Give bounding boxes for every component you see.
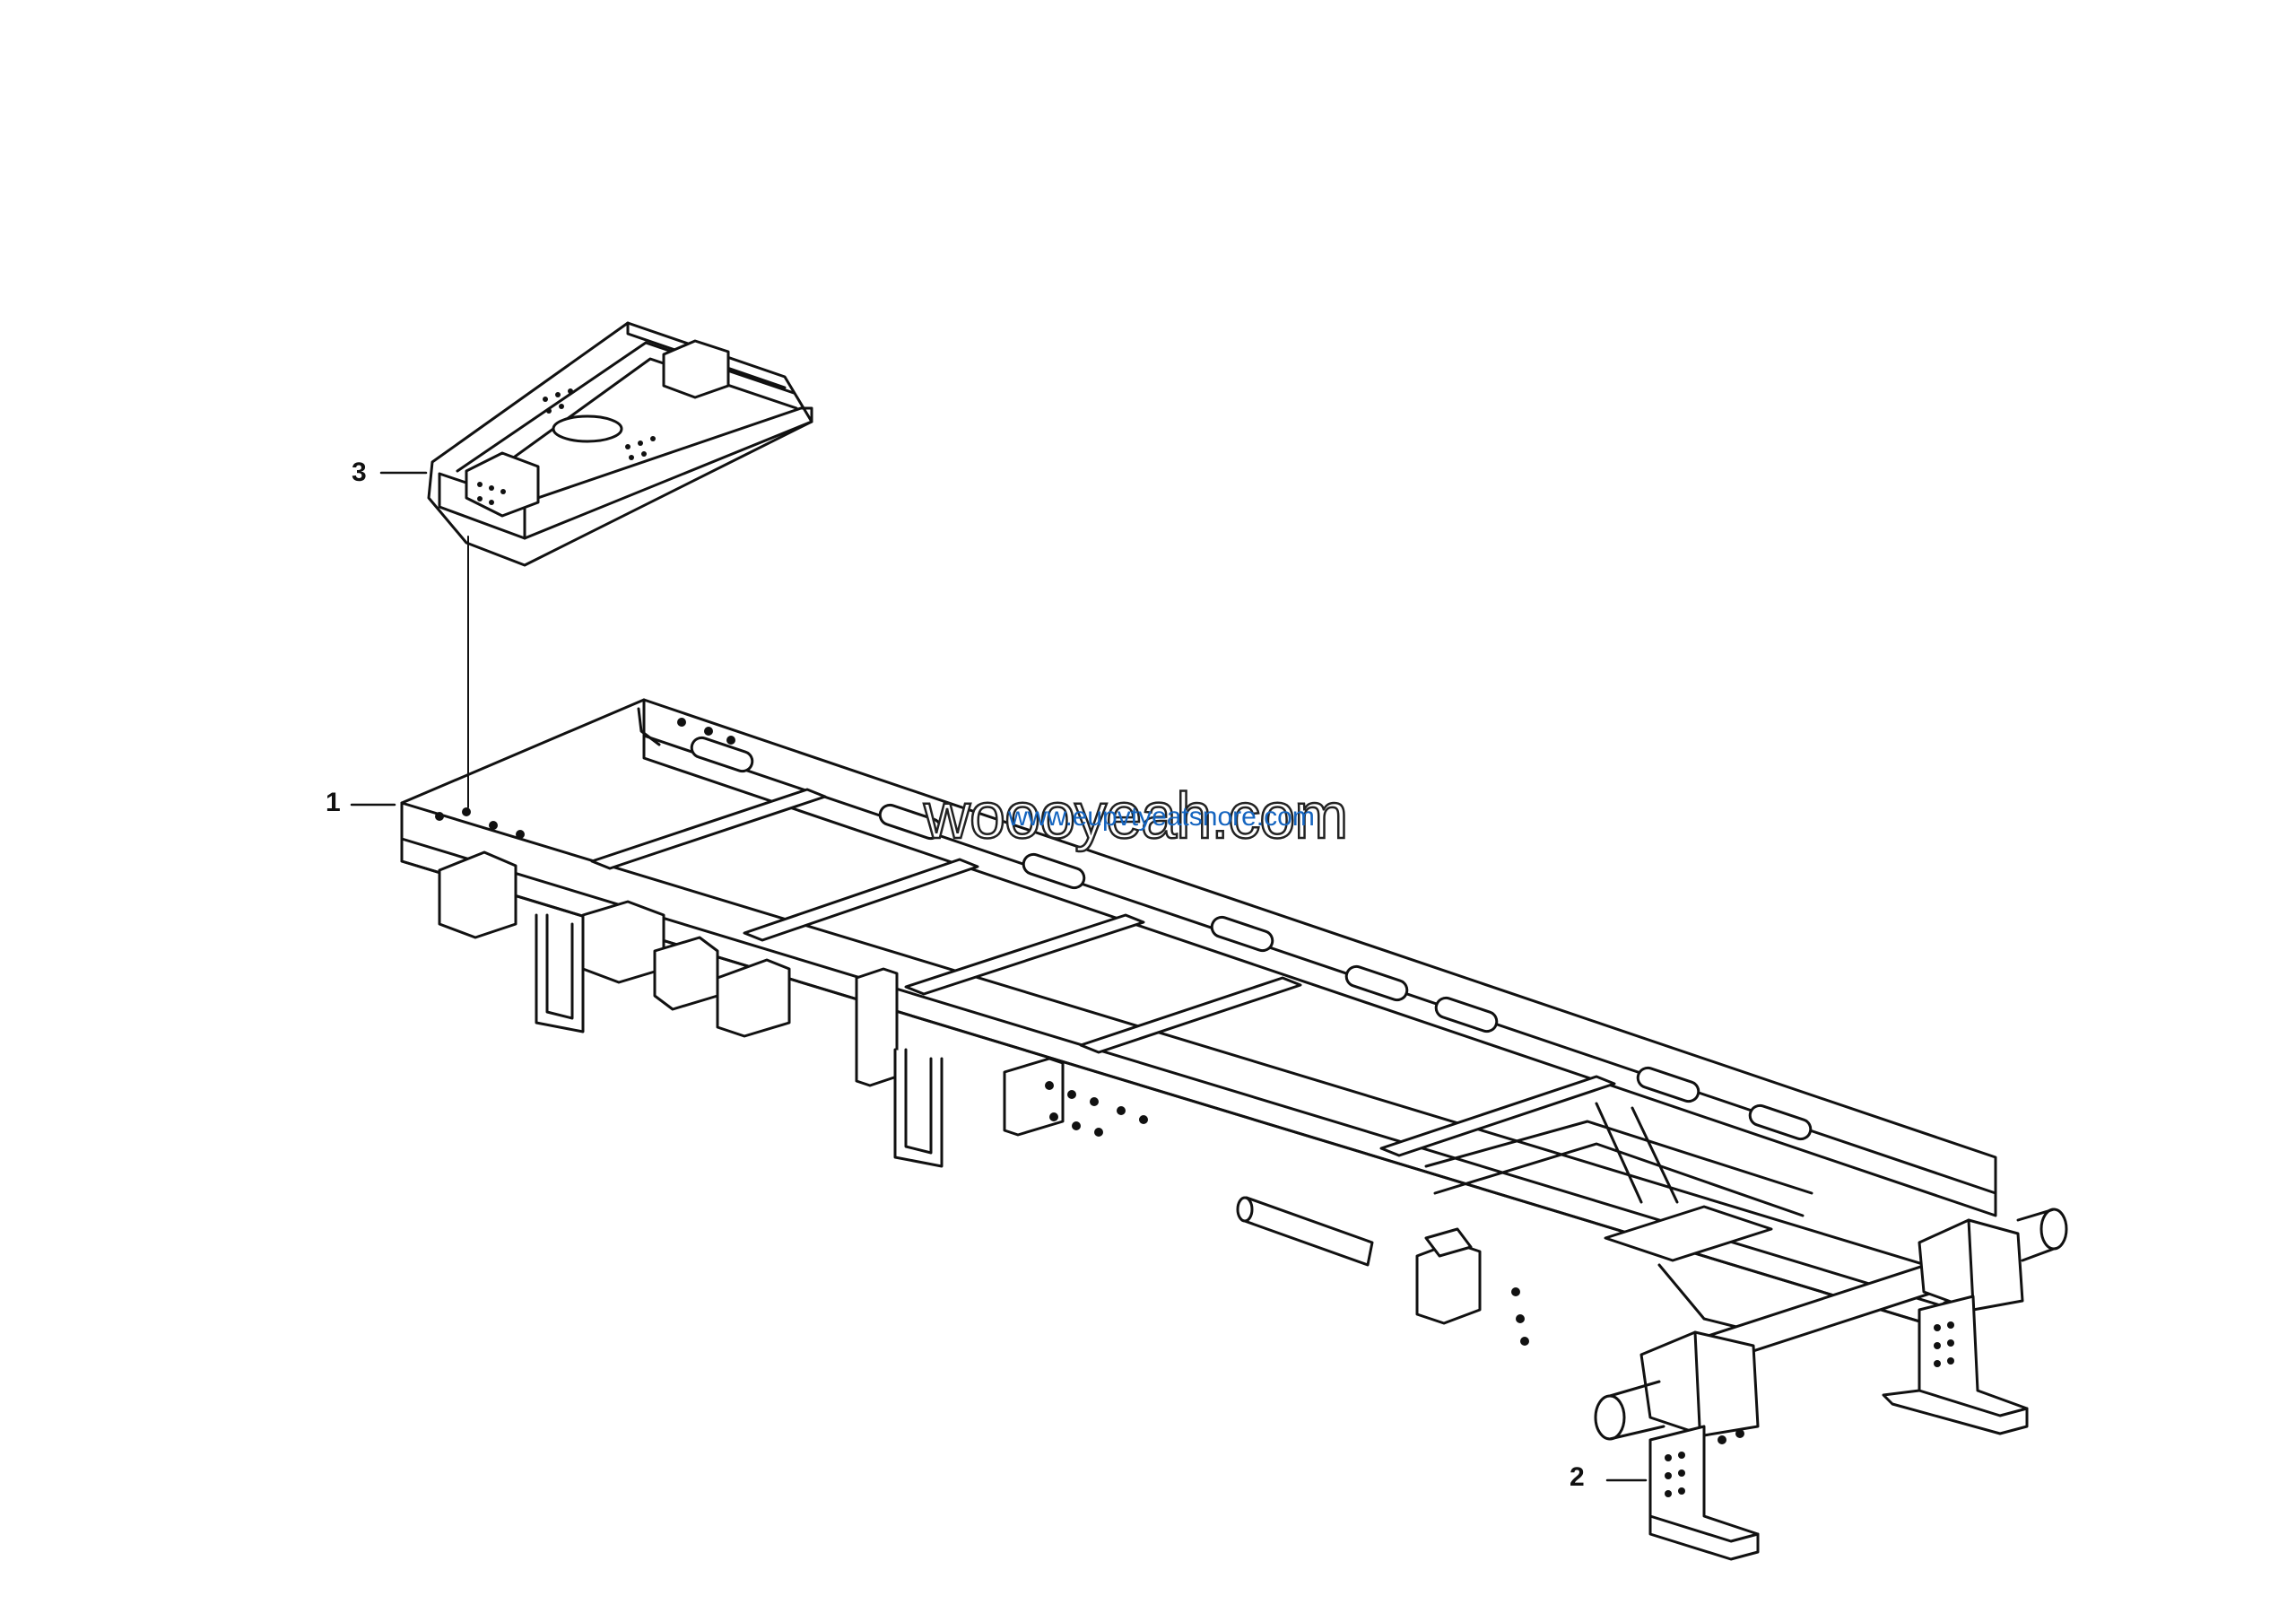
callout-3: 3: [352, 458, 367, 487]
watermark-large: woooyeah.com: [923, 780, 1350, 852]
front-cross-member-drawing: [379, 321, 813, 808]
callout-1: 1: [326, 788, 341, 817]
callout-2: 2: [1570, 1462, 1585, 1492]
rear-bumper-assembly-drawing: [1605, 1295, 2029, 1561]
watermark-small: www.eupvtyeatsnore.com: [1008, 802, 1315, 832]
